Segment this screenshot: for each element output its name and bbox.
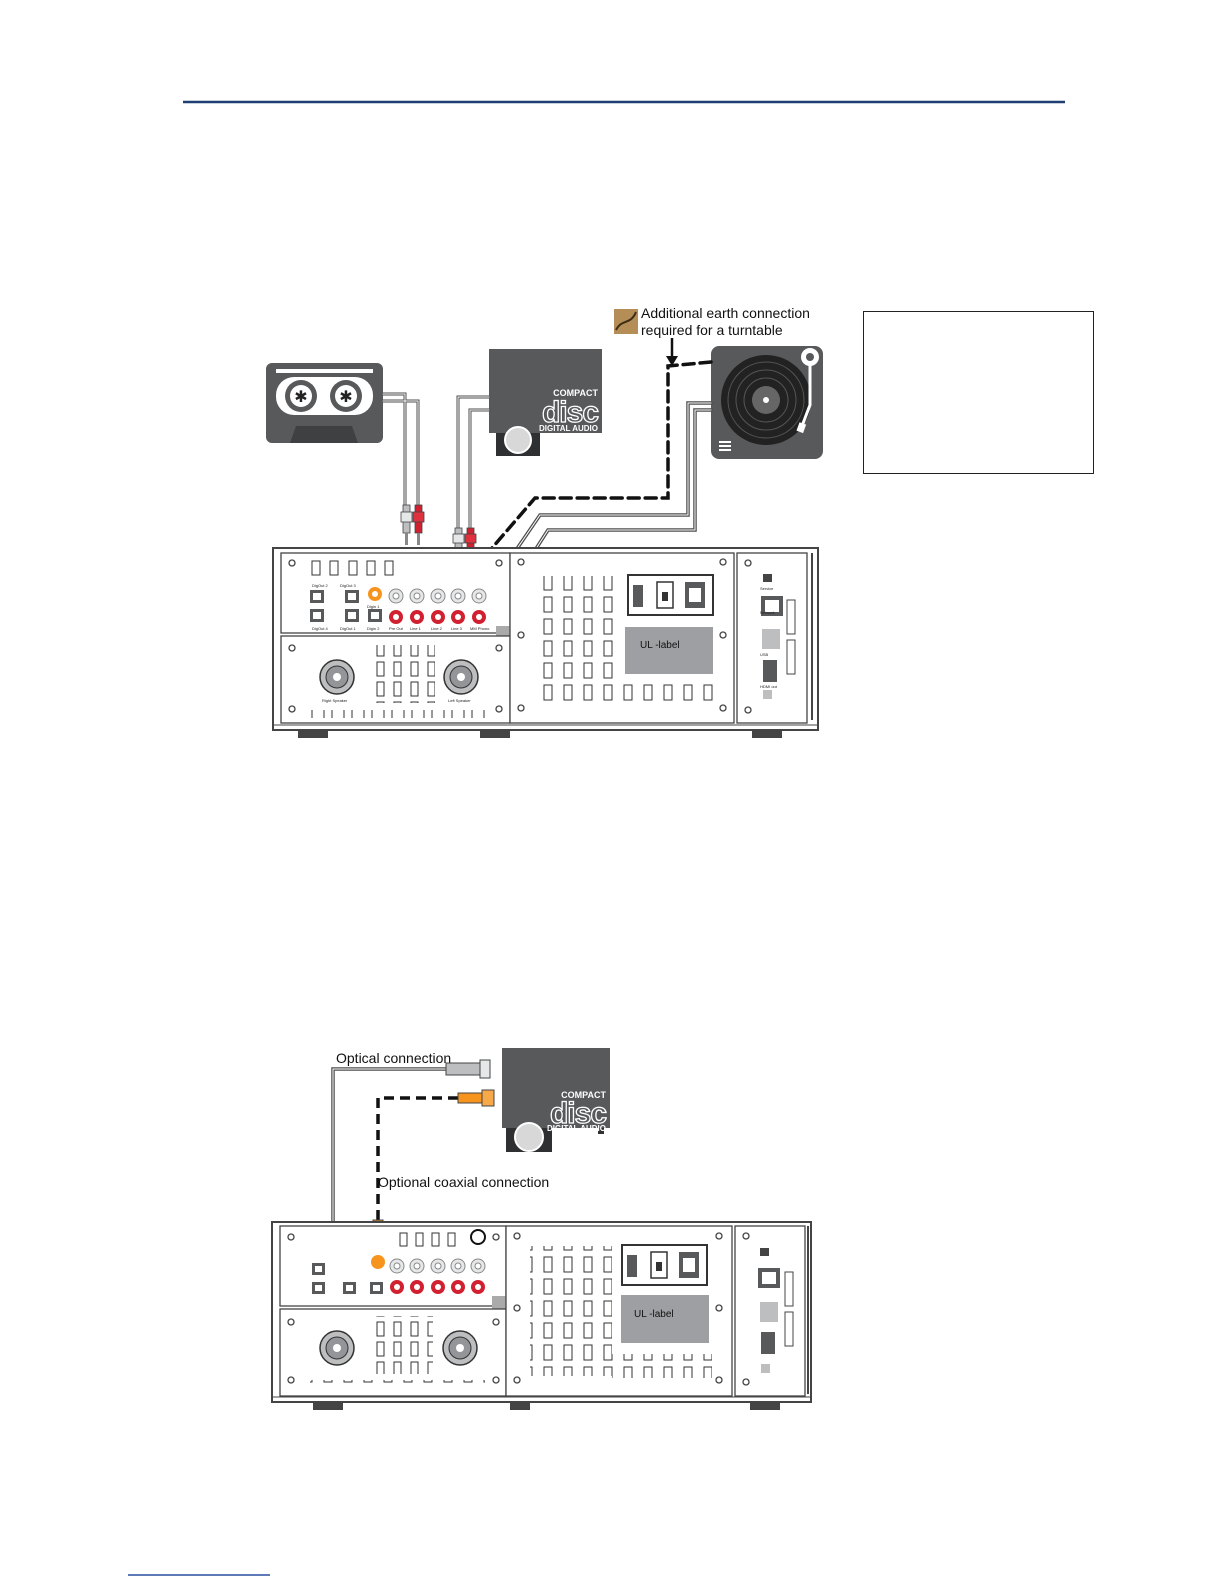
optical-connection-label: Optical connection <box>336 1050 451 1066</box>
cables-digital <box>331 1067 458 1234</box>
rca-row-white-2 <box>389 1258 486 1274</box>
usb-ports <box>762 629 780 649</box>
ul-label-box-2 <box>621 1295 709 1343</box>
ul-label-box <box>625 627 713 674</box>
cd2-logo-main: disc <box>550 1097 606 1130</box>
port-label-digin1: Digin 1 <box>367 604 380 609</box>
rca-row-white <box>388 588 487 604</box>
amplifier-rear-panel: DigOut 2 DigOut 3 DigOut 4 DigOut 1 Digi… <box>272 547 819 738</box>
turntable <box>711 346 823 459</box>
cassette-deck: ✱ ✱ <box>266 363 383 443</box>
port-label-preout: Pre Out <box>389 626 404 631</box>
earth-note-line1: Additional earth connection <box>641 305 810 321</box>
cd2-logo-bottom: DIGITAL AUDIO <box>547 1124 606 1133</box>
cd-player-2: COMPACT disc DIGITAL AUDIO <box>502 1048 610 1152</box>
port-label-digout2: DigOut 2 <box>312 583 329 588</box>
coax-plug-cd <box>457 1092 483 1104</box>
port-label-service: Service <box>760 586 774 591</box>
svg-text:✱: ✱ <box>294 389 307 406</box>
port-label-network: Network <box>760 610 775 615</box>
diagram-digital-connections: COMPACT disc DIGITAL AUDIO Optical conne… <box>271 1048 812 1410</box>
cd-logo-bottom: DIGITAL AUDIO <box>539 424 598 433</box>
port-label-line1: Line 1 <box>410 626 422 631</box>
svg-text:✱: ✱ <box>339 389 352 406</box>
port-label-left-speaker: Left Speaker <box>448 698 471 703</box>
coaxial-connection-label: Optional coaxial connection <box>378 1174 549 1190</box>
port-label-digout4: DigOut 4 <box>312 626 329 631</box>
earth-note: Additional earth connection required for… <box>614 305 810 366</box>
port-label-line2: Line 2 <box>431 626 443 631</box>
port-label-mmphono: MM Phono <box>470 626 490 631</box>
cd-logo-main: disc <box>542 396 598 429</box>
speaker-terminal-right-2 <box>319 1330 355 1366</box>
diagram-analog-connections: Additional earth connection required for… <box>266 305 823 738</box>
port-label-hdmi: HDMI out <box>760 684 778 689</box>
optical-plug-cd <box>445 1062 481 1076</box>
panel-screws <box>288 558 752 714</box>
ul-label-text-2: UL -label <box>634 1309 674 1320</box>
port-label-digout3: DigOut 3 <box>340 583 357 588</box>
cd-player: COMPACT disc DIGITAL AUDIO <box>489 349 602 456</box>
empty-info-box <box>863 311 1094 474</box>
vent-slots-top <box>311 560 394 576</box>
ul-label-text: UL -label <box>640 640 680 651</box>
hdmi-port <box>763 660 777 682</box>
service-port <box>763 574 772 582</box>
power-inlet <box>627 574 714 616</box>
speaker-terminal-left-2 <box>442 1330 478 1366</box>
port-label-usb: USB <box>760 652 769 657</box>
speaker-terminal-left <box>443 659 479 695</box>
cd-logo-top: COMPACT <box>553 388 598 398</box>
port-label-line3: Line 3 <box>451 626 463 631</box>
earth-note-line2: required for a turntable <box>641 322 783 338</box>
vent-slots-top-2 <box>399 1232 456 1247</box>
rca-row-red <box>389 610 486 624</box>
power-inlet-2 <box>621 1244 708 1286</box>
port-label-right-speaker: Right Speaker <box>322 698 348 703</box>
port-label-digin2: Digin 2 <box>367 626 380 631</box>
panel-screws-2 <box>287 1232 750 1386</box>
port-label-digout1: DigOut 1 <box>340 626 357 631</box>
speaker-terminal-right <box>319 659 355 695</box>
cd2-logo-top: COMPACT <box>561 1090 606 1100</box>
cables-analog <box>381 360 713 596</box>
amplifier-rear-panel-2: UL -label <box>271 1221 812 1410</box>
rca-plugs-cassette <box>400 504 425 545</box>
rca-row-red-2 <box>390 1280 485 1294</box>
